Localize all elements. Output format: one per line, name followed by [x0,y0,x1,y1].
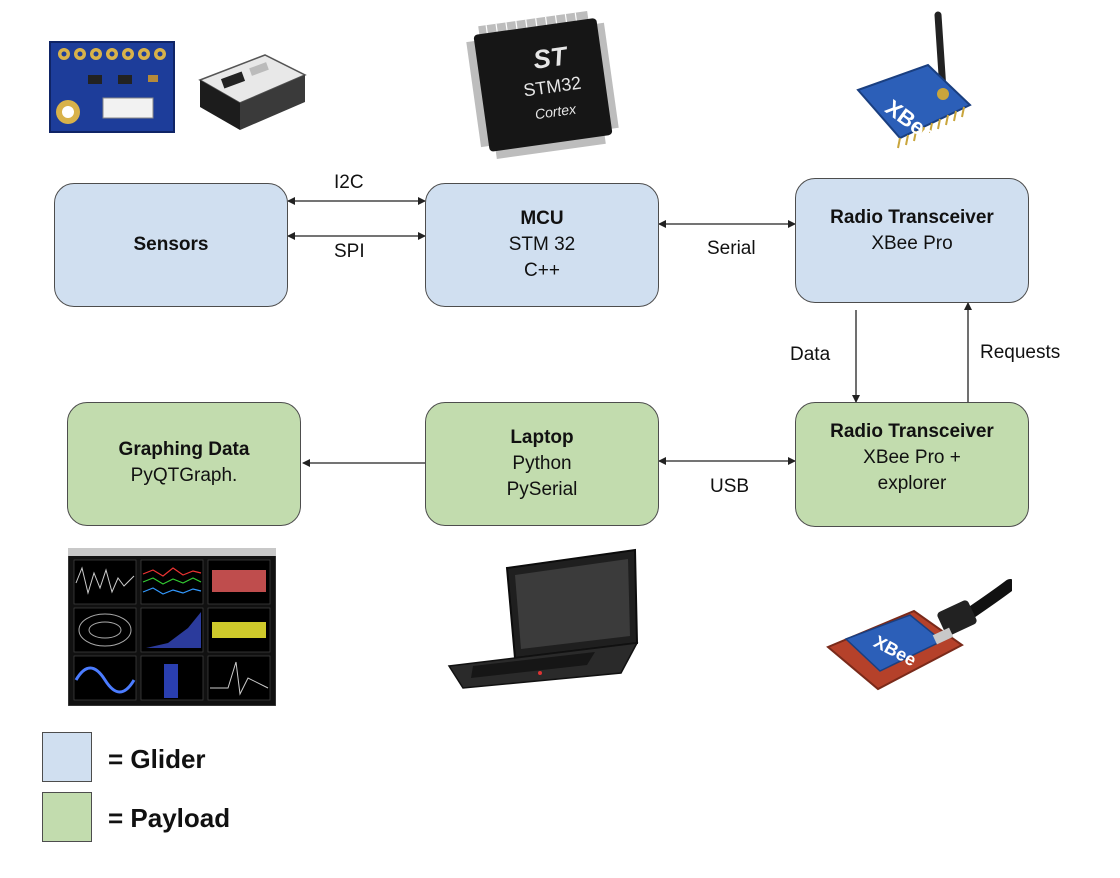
radio-payload-line-2: explorer [877,473,947,494]
radio-payload-line-1: XBee Pro + [863,447,961,468]
radio-glider-line-1: XBee Pro [871,233,953,254]
xbee-antenna-image: XBee [856,11,972,149]
pyqtgraph-plots-image [68,548,276,706]
stm32-chip-image: ST STM32 Cortex [466,10,619,160]
requests-label: Requests [980,342,1061,363]
mcu-node: MCU STM 32 C++ [425,183,659,307]
mcu-line-2: C++ [524,260,560,281]
chip-series-text: Cortex [534,100,578,122]
dust-sensor-image [198,54,307,130]
legend-glider-swatch [42,732,92,782]
spi-label: SPI [334,241,365,262]
xbee-explorer-image: XBee [826,579,1012,691]
legend-glider-label: = Glider [108,744,206,774]
serial-label: Serial [707,238,756,259]
laptop-line-1: Python [512,453,572,474]
radio-transceiver-glider-node: Radio Transceiver XBee Pro [795,178,1029,303]
legend-payload-swatch [42,792,92,842]
radio-payload-title: Radio Transceiver [830,421,994,442]
usb-label: USB [710,476,750,497]
laptop-image [447,548,639,689]
radio-glider-title: Radio Transceiver [830,207,994,228]
mcu-line-1: STM 32 [508,234,576,255]
chip-brand-text: ST [531,40,570,75]
sensor-board-image [49,41,175,133]
graphing-title: Graphing Data [118,439,250,460]
graphing-data-node: Graphing Data PyQTGraph. [67,402,301,526]
legend-payload-label: = Payload [108,803,231,833]
laptop-node: Laptop Python PySerial [425,402,659,526]
sensors-title: Sensors [133,234,209,255]
sensors-node: Sensors [54,183,288,307]
laptop-title: Laptop [510,427,574,448]
laptop-line-2: PySerial [506,479,578,500]
graphing-line-1: PyQTGraph. [130,465,238,486]
radio-transceiver-payload-node: Radio Transceiver XBee Pro + explorer [795,402,1029,527]
i2c-label: I2C [334,172,364,193]
mcu-title: MCU [520,208,564,229]
data-label: Data [790,344,831,365]
